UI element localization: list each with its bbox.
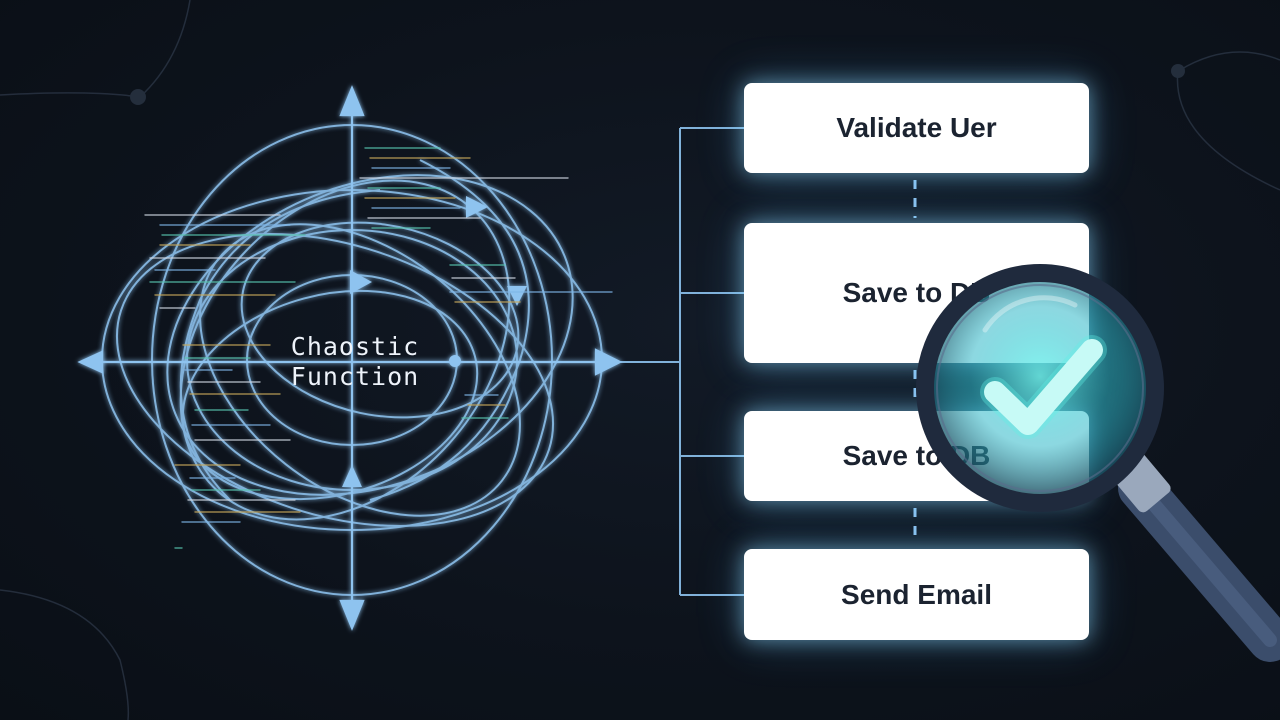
axis-arrow-right — [594, 348, 623, 376]
flow-connectors — [620, 127, 744, 596]
step-label: Validate Uer — [836, 112, 997, 143]
axis-arrow-up — [339, 85, 365, 117]
axis-arrow-left — [77, 350, 104, 374]
code-fragments — [144, 147, 613, 549]
chaotic-function-label-line1: Chaostic — [290, 332, 420, 361]
chaotic-function-label: Chaostic Function — [250, 332, 460, 392]
step-validate-user: Validate Uer — [744, 83, 1089, 173]
step-label: Send Email — [841, 578, 992, 610]
checkmark-icon — [984, 339, 1103, 435]
chaotic-function-label-line2: Function — [290, 362, 420, 391]
step-send-email: Send Email — [744, 549, 1089, 640]
curve-arrowheads — [342, 196, 527, 487]
axis-arrow-down — [339, 599, 365, 631]
axes — [77, 85, 623, 631]
